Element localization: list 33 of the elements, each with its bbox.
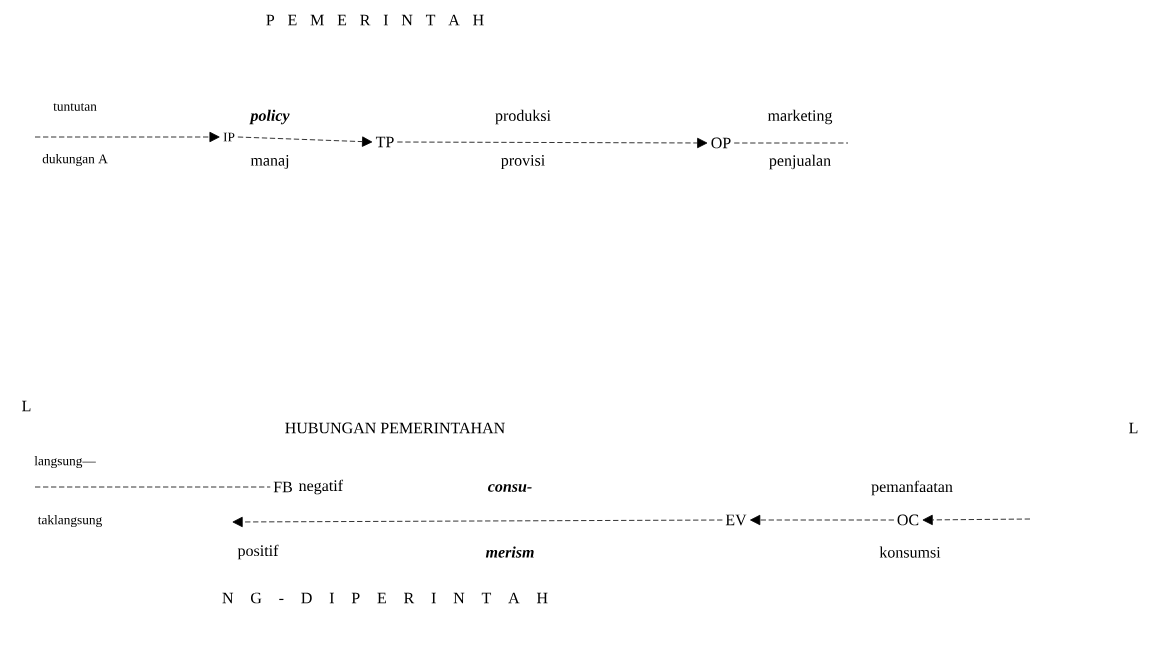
node-label: IP bbox=[223, 132, 235, 142]
text-label: negatif bbox=[299, 479, 344, 495]
text-label: HUBUNGAN PEMERINTAHAN bbox=[285, 422, 505, 434]
arrow bbox=[750, 514, 895, 526]
text-label: P E M E R I N T A H bbox=[266, 14, 484, 26]
text-label: L bbox=[22, 400, 31, 412]
text-label: policy bbox=[249, 109, 290, 125]
text-label: provisi bbox=[501, 155, 545, 169]
arrow bbox=[232, 516, 723, 528]
text-label: langsung— bbox=[34, 455, 96, 469]
text-label: produksi bbox=[495, 109, 551, 125]
node-label: OP bbox=[711, 137, 731, 149]
node-label: EV bbox=[725, 514, 747, 526]
arrow bbox=[396, 137, 708, 149]
text-label: merism bbox=[485, 546, 534, 558]
node-label: FB bbox=[273, 481, 292, 493]
text-label: N G - D I P E R I N T A H bbox=[222, 592, 548, 604]
node-label: TP bbox=[375, 136, 394, 148]
text-label: dukungan A bbox=[42, 153, 108, 167]
text-label: positif bbox=[237, 544, 279, 560]
text-label: konsumsi bbox=[879, 546, 941, 558]
text-label: manaj bbox=[250, 155, 289, 169]
node-label: OC bbox=[897, 514, 919, 526]
text-label: marketing bbox=[767, 109, 833, 125]
text-label: consu- bbox=[488, 484, 532, 492]
arrow bbox=[34, 131, 220, 143]
text-label: tuntutan bbox=[53, 103, 97, 111]
text-label: pemanfaatan bbox=[871, 480, 953, 496]
text-label: L bbox=[1129, 422, 1138, 434]
text-label: taklangsung bbox=[37, 514, 102, 528]
arrow bbox=[237, 136, 373, 147]
text-label: penjualan bbox=[769, 154, 831, 170]
arrow bbox=[922, 514, 1031, 526]
